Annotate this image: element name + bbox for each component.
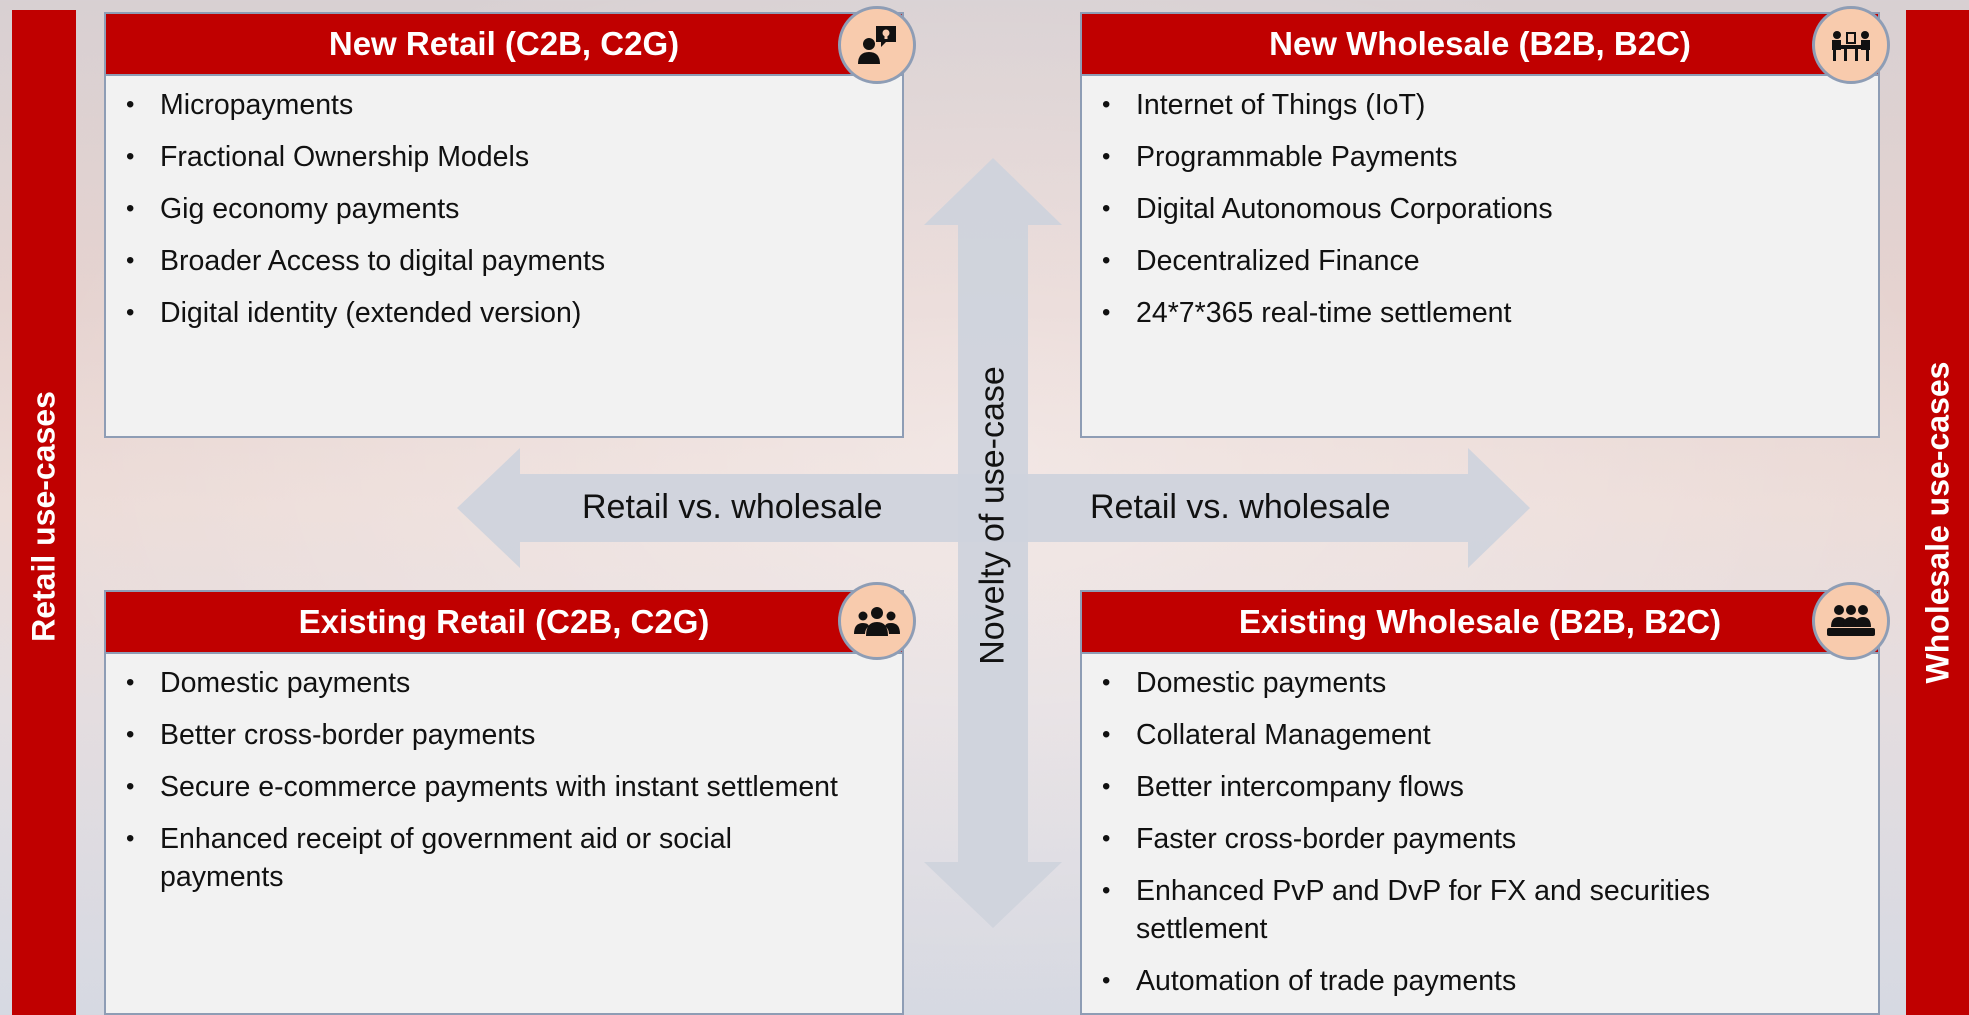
panel-title: New Wholesale (B2B, B2C) — [1082, 14, 1878, 76]
list-item: Decentralized Finance — [1082, 242, 1878, 280]
list-item: Digital identity (extended version) — [106, 294, 902, 332]
wholesale-side-bar: Wholesale use-cases — [1906, 10, 1969, 1015]
list-item: Faster cross-border payments — [1082, 820, 1878, 858]
meeting-table-icon — [1812, 6, 1890, 84]
list-item: Secure e-commerce payments with instant … — [106, 768, 902, 806]
retail-side-bar: Retail use-cases — [12, 10, 76, 1015]
list-item: Automation of trade payments — [1082, 962, 1878, 1000]
list-item: Internet of Things (IoT) — [1082, 86, 1878, 124]
panel-existing-retail: Existing Retail (C2B, C2G) Domestic paym… — [104, 590, 904, 1015]
panel-title: Existing Retail (C2B, C2G) — [106, 592, 902, 654]
list-item: Better cross-border payments — [106, 716, 902, 754]
list-item: Better intercompany flows — [1082, 768, 1878, 806]
wholesale-side-label: Wholesale use-cases — [1919, 361, 1956, 684]
list-item: Enhanced receipt of government aid or so… — [106, 820, 902, 896]
panel-existing-wholesale: Existing Wholesale (B2B, B2C) Domestic p… — [1080, 590, 1880, 1015]
list-item: Gig economy payments — [106, 190, 902, 228]
idea-person-icon — [838, 6, 916, 84]
panel-title: Existing Wholesale (B2B, B2C) — [1082, 592, 1878, 654]
list-item: Programmable Payments — [1082, 138, 1878, 176]
vertical-arrow — [924, 158, 1062, 928]
people-group-icon — [838, 582, 916, 660]
team-icon — [1812, 582, 1890, 660]
panel-new-retail: New Retail (C2B, C2G) Micropayments Frac… — [104, 12, 904, 438]
item-list: Domestic payments Collateral Management … — [1082, 654, 1878, 1000]
list-item: Collateral Management — [1082, 716, 1878, 754]
list-item: Domestic payments — [106, 664, 902, 702]
item-list: Micropayments Fractional Ownership Model… — [106, 76, 902, 332]
axis-label-vertical: Novelty of use-case — [973, 366, 1012, 665]
axis-label-left: Retail vs. wholesale — [582, 488, 883, 526]
retail-side-label: Retail use-cases — [25, 391, 62, 642]
list-item: Micropayments — [106, 86, 902, 124]
list-item: Domestic payments — [1082, 664, 1878, 702]
list-item: Digital Autonomous Corporations — [1082, 190, 1878, 228]
item-list: Internet of Things (IoT) Programmable Pa… — [1082, 76, 1878, 332]
axis-label-right: Retail vs. wholesale — [1090, 488, 1391, 526]
list-item: 24*7*365 real-time settlement — [1082, 294, 1878, 332]
list-item: Broader Access to digital payments — [106, 242, 902, 280]
list-item: Enhanced PvP and DvP for FX and securiti… — [1082, 872, 1878, 948]
list-item: Fractional Ownership Models — [106, 138, 902, 176]
horizontal-arrow — [457, 448, 1530, 568]
panel-title: New Retail (C2B, C2G) — [106, 14, 902, 76]
item-list: Domestic payments Better cross-border pa… — [106, 654, 902, 896]
panel-new-wholesale: New Wholesale (B2B, B2C) Internet of Thi… — [1080, 12, 1880, 438]
